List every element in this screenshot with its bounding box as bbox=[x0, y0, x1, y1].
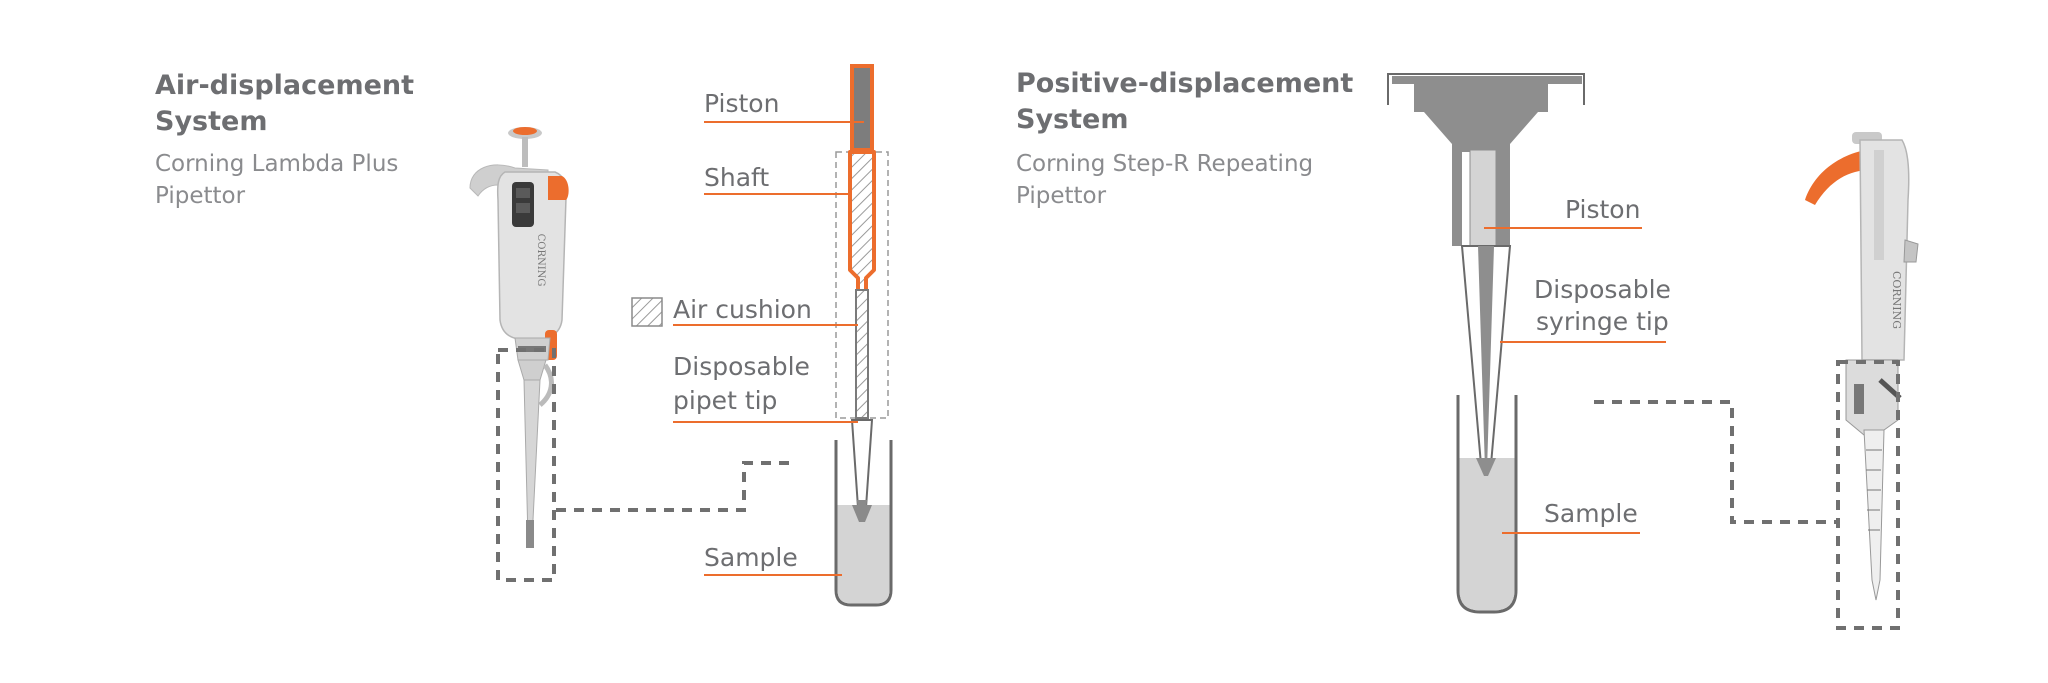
sample-liquid bbox=[837, 505, 890, 604]
right-title-line1: Positive-displacement bbox=[1016, 68, 1354, 99]
label-shaft: Shaft bbox=[704, 163, 769, 192]
right-title-line2: System bbox=[1016, 104, 1129, 135]
pipettor-shaft bbox=[523, 379, 541, 541]
label-sample: Sample bbox=[704, 543, 798, 572]
positive-displacement-schematic bbox=[1387, 73, 1585, 614]
label-sample-right: Sample bbox=[1544, 499, 1638, 528]
label-tip-line1: Disposable bbox=[673, 352, 810, 381]
left-title: Air-displacement System bbox=[155, 68, 414, 140]
label-tip-line2: pipet tip bbox=[673, 386, 777, 415]
piston-rod bbox=[850, 64, 874, 152]
step-r-pipettor: CORNING bbox=[1805, 132, 1919, 630]
sample-tube-right bbox=[1456, 395, 1518, 614]
syringe-piston bbox=[1469, 149, 1497, 247]
volume-knob bbox=[548, 176, 569, 200]
syringe-body bbox=[1863, 429, 1885, 601]
label-piston: Piston bbox=[704, 89, 779, 118]
pipettor-logo: CORNING bbox=[535, 234, 546, 287]
right-title: Positive-displacement System bbox=[1016, 66, 1353, 138]
right-subtitle-line2: Pipettor bbox=[1016, 183, 1107, 209]
tip-highlight-box bbox=[496, 348, 556, 582]
plunger-rod bbox=[522, 137, 528, 167]
label-air-cushion: Air cushion bbox=[673, 295, 812, 324]
plunger-cap-accent bbox=[513, 127, 537, 135]
step-r-logo: CORNING bbox=[1890, 271, 1903, 329]
left-title-line2: System bbox=[155, 106, 268, 137]
left-subtitle-line1: Corning Lambda Plus bbox=[155, 151, 399, 177]
air-displacement-schematic bbox=[834, 64, 893, 607]
left-connector bbox=[556, 461, 795, 512]
label-syringe-tip-line2: syringe tip bbox=[1536, 307, 1669, 336]
sample-liquid-right bbox=[1459, 458, 1515, 611]
left-subtitle-line2: Pipettor bbox=[155, 183, 246, 209]
sample-tube bbox=[834, 440, 893, 607]
label-piston-right: Piston bbox=[1565, 195, 1640, 224]
right-connector bbox=[1594, 400, 1838, 524]
syringe-flange bbox=[1392, 76, 1582, 246]
lambda-plus-pipettor: CORNING bbox=[469, 127, 569, 582]
left-title-line1: Air-displacement bbox=[155, 70, 415, 101]
label-syringe-tip-line1: Disposable bbox=[1534, 275, 1671, 304]
step-r-body bbox=[1859, 139, 1910, 361]
air-cushion-swatch bbox=[631, 297, 663, 327]
holder-bracket bbox=[1387, 73, 1585, 105]
right-subtitle-line1: Corning Step-R Repeating bbox=[1016, 151, 1314, 177]
left-subtitle: Corning Lambda Plus Pipettor bbox=[155, 148, 398, 212]
right-subtitle: Corning Step-R Repeating Pipettor bbox=[1016, 148, 1313, 212]
